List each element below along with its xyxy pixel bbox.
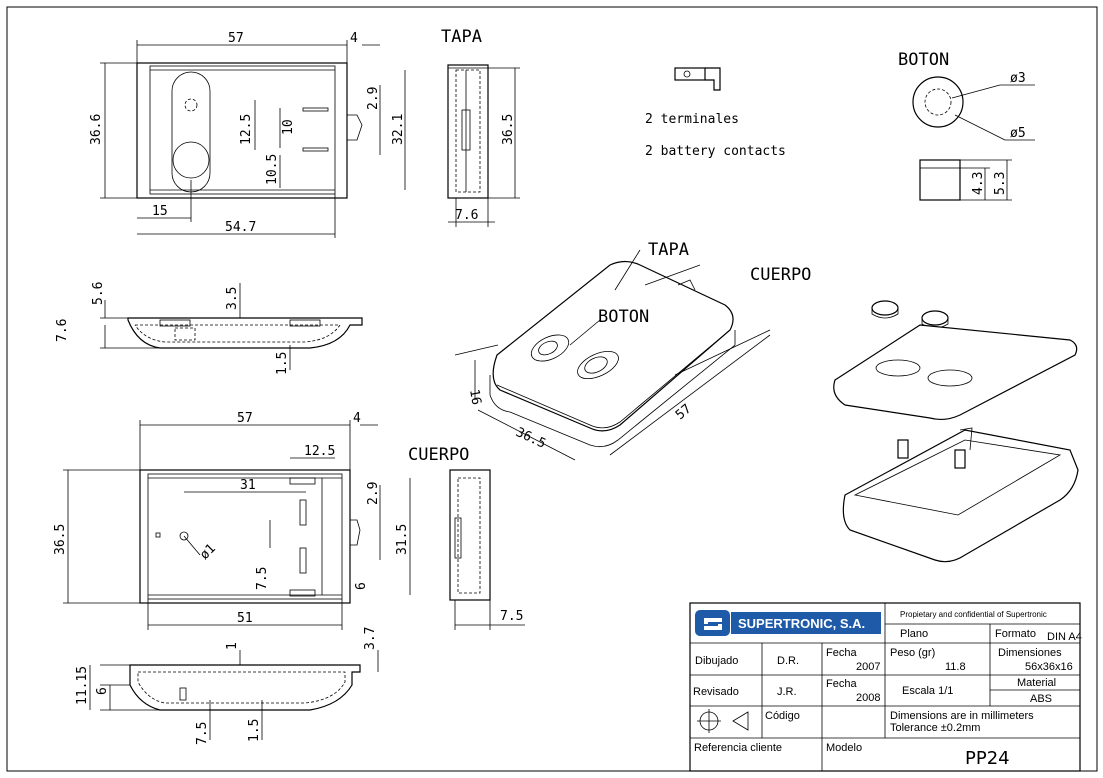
dim-cuerpo-12-5: 12.5 [304, 444, 335, 459]
dim-cuerpo-31: 31 [240, 478, 256, 493]
tb-proprietary: Propietary and confidential of Supertron… [900, 610, 1047, 619]
dim-boton-4-3: 4.3 [971, 172, 986, 195]
tb-fecha-value-1: 2007 [856, 661, 880, 673]
tb-dimensiones-label: Dimensiones [998, 647, 1062, 659]
isometric-assembled [454, 249, 771, 461]
supertronic-logo [692, 606, 882, 640]
dim-lower-7-5: 7.5 [195, 722, 210, 745]
tb-modelo-label: Modelo [826, 742, 862, 754]
side-view-upper [100, 283, 363, 370]
tb-revisado-label: Revisado [693, 686, 739, 698]
tb-codigo: Código [765, 710, 800, 722]
dim-lower-11-15: 11.15 [75, 666, 90, 705]
dim-lower-1: 1 [225, 642, 240, 650]
cuerpo-side-view [449, 469, 525, 630]
side-view-lower [89, 650, 379, 740]
note-terminales: 2 terminales [645, 112, 739, 127]
dim-tapa-2-9: 2.9 [366, 87, 381, 110]
title-block [689, 602, 1081, 772]
dim-cuerpo-6: 6 [354, 582, 369, 590]
tb-material-label: Material [1017, 677, 1056, 689]
cuerpo-top-view [63, 420, 411, 630]
boton-views [912, 76, 1035, 201]
dim-tapa-57: 57 [228, 31, 244, 46]
label-cuerpo-iso: CUERPO [750, 265, 811, 285]
tb-formato-value: DIN A4 [1047, 631, 1082, 643]
dim-cuerpo-36-5: 36.5 [53, 524, 68, 555]
tapa-side-view [447, 64, 520, 227]
tb-dibujado-label: Dibujado [695, 655, 738, 667]
dim-lower-1-5: 1.5 [247, 719, 262, 742]
tb-fecha-label-2: Fecha [826, 678, 857, 690]
tb-dimensions-note-2: Tolerance ±0.2mm [890, 722, 980, 734]
dim-tapa-36-6: 36.6 [89, 114, 104, 145]
dim-cuerpo-4: 4 [353, 411, 361, 426]
isometric-exploded [833, 300, 1079, 563]
dim-iso-57: 57 [673, 402, 695, 424]
label-cuerpo-drawing: CUERPO [408, 445, 469, 465]
dim-tapa-12-5: 12.5 [239, 114, 254, 145]
dim-tapa-7-6: 7.6 [455, 208, 478, 223]
tb-fecha-label-1: Fecha [826, 647, 857, 659]
dim-boton-o3: ø3 [1010, 71, 1026, 86]
dim-tapa-10-5: 10.5 [265, 154, 280, 185]
dim-tapa-32-1: 32.1 [391, 114, 406, 145]
dim-tapa-4: 4 [350, 31, 358, 46]
company-name: SUPERTRONIC, S.A. [738, 616, 865, 631]
tb-fecha-value-2: 2008 [856, 692, 880, 704]
dim-side-5-6: 5.6 [91, 282, 106, 305]
tapa-top-view [100, 40, 406, 238]
dim-cuerpo-o1: ø1 [197, 541, 219, 563]
dim-iso-36-5: 36.5 [513, 425, 548, 452]
dim-side-1-5: 1.5 [275, 352, 290, 375]
dim-boton-5-3: 5.3 [993, 172, 1008, 195]
tb-ref-cliente: Referencia cliente [694, 742, 782, 754]
dim-iso-16: 16 [466, 388, 483, 406]
dim-cuerpo-31-5: 31.5 [395, 524, 410, 555]
note-battery-contacts: 2 battery contacts [645, 144, 786, 159]
tb-formato-label: Formato [995, 628, 1036, 640]
dim-cuerpo-51: 51 [237, 611, 253, 626]
dim-side-3-5: 3.5 [225, 287, 240, 310]
sheet-border [6, 6, 1098, 772]
tb-escala: Escala 1/1 [902, 685, 953, 697]
dim-boton-o5: ø5 [1010, 126, 1026, 141]
tb-peso-label: Peso (gr) [890, 647, 935, 659]
tb-dimensions-note-1: Dimensions are in millimeters [890, 710, 1034, 722]
dim-cuerpo-side-7-5: 7.5 [500, 609, 523, 624]
tb-revisado-value: J.R. [777, 686, 797, 698]
dim-lower-3-7: 3.7 [363, 627, 378, 650]
tb-dimensiones-value: 56x36x16 [1025, 661, 1073, 673]
label-boton: BOTON [898, 50, 949, 70]
dim-tapa-10: 10 [281, 119, 296, 135]
tb-plano: Plano [900, 628, 928, 640]
tb-dibujado-value: D.R. [777, 655, 799, 667]
tb-peso-value: 11.8 [945, 661, 966, 673]
tb-modelo-value: PP24 [965, 748, 1010, 769]
dim-lower-6: 6 [95, 687, 110, 695]
dim-tapa-15: 15 [152, 204, 168, 219]
dim-tapa-54-7: 54.7 [225, 220, 256, 235]
dim-side-7-6: 7.6 [55, 319, 70, 342]
dim-cuerpo-2-9: 2.9 [366, 482, 381, 505]
label-tapa-iso: TAPA [648, 240, 689, 260]
terminal-icon [674, 67, 721, 91]
tb-material-value: ABS [1030, 693, 1052, 705]
dim-cuerpo-7-5: 7.5 [255, 567, 270, 590]
dim-tapa-36-5: 36.5 [501, 114, 516, 145]
label-tapa: TAPA [441, 27, 482, 47]
dim-cuerpo-57: 57 [237, 411, 253, 426]
label-boton-iso: BOTON [598, 307, 649, 327]
